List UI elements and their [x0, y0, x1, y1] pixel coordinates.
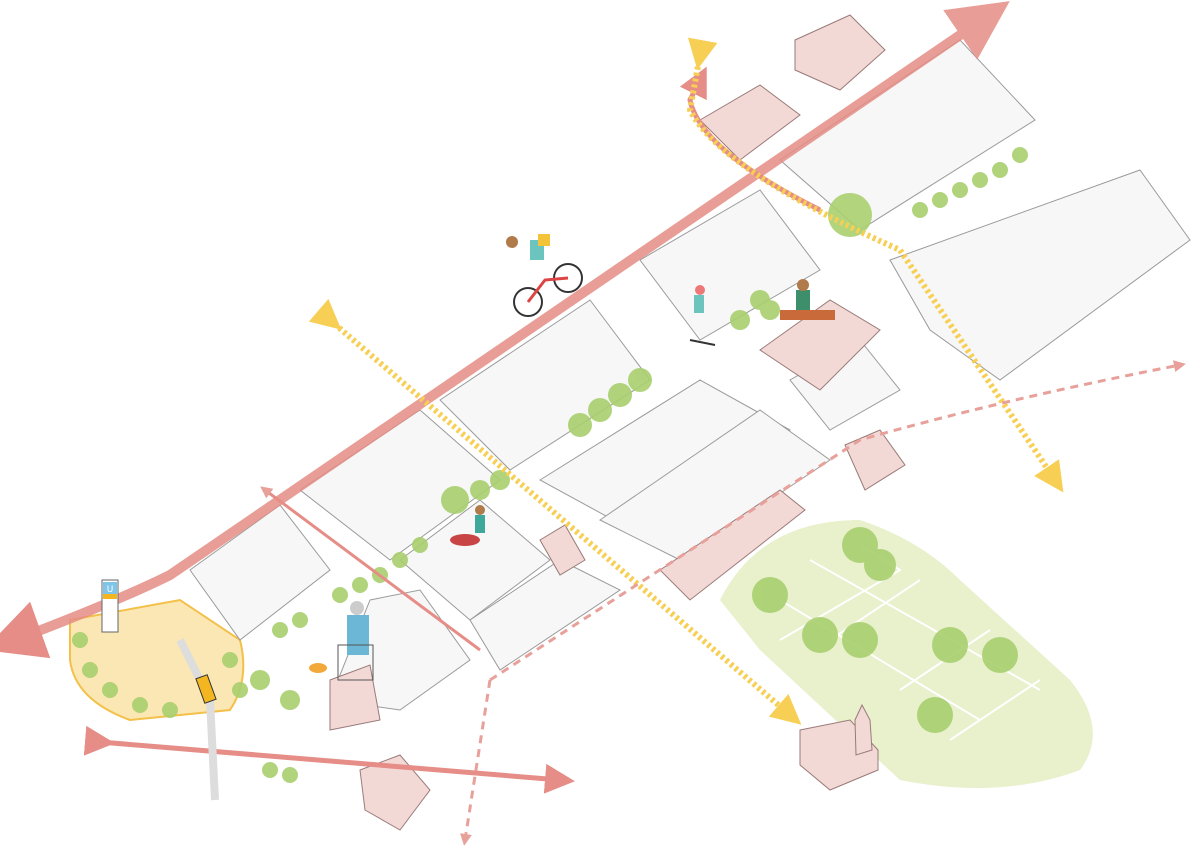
tree	[932, 192, 948, 208]
pink-route-south	[459, 679, 492, 846]
tram	[195, 674, 217, 704]
tree	[332, 587, 348, 603]
tree	[972, 172, 988, 188]
child-on-scooter	[689, 285, 716, 346]
tree	[282, 767, 298, 783]
tree	[992, 162, 1008, 178]
playground-plaza	[69, 598, 245, 722]
tree	[802, 617, 838, 653]
tree	[917, 697, 953, 733]
tree	[72, 632, 88, 648]
tree	[1012, 147, 1028, 163]
yellow-route-north	[686, 37, 1064, 493]
tree	[588, 398, 612, 422]
tree	[352, 577, 368, 593]
man-on-bench	[780, 279, 835, 320]
building-blocks	[189, 39, 1191, 711]
tree	[568, 413, 592, 437]
tree	[412, 537, 428, 553]
tree	[864, 549, 896, 581]
tree	[828, 193, 872, 237]
elderly-woman-with-dog	[309, 601, 374, 681]
tree	[470, 480, 490, 500]
tree	[842, 622, 878, 658]
tree	[628, 368, 652, 392]
cross-street-arrow	[83, 725, 575, 794]
tree	[162, 702, 178, 718]
woman-reading	[450, 505, 485, 546]
tree	[608, 383, 632, 407]
main-road-arrow-west	[0, 601, 51, 659]
tree	[392, 552, 408, 568]
tree	[750, 290, 770, 310]
tree	[102, 682, 118, 698]
yellow-route-diagonal	[308, 298, 802, 725]
tree	[932, 627, 968, 663]
tree	[441, 486, 469, 514]
tree	[272, 622, 288, 638]
tree	[262, 762, 278, 778]
tree	[132, 697, 148, 713]
tree	[490, 470, 510, 490]
tree	[222, 652, 238, 668]
cyclist	[506, 234, 583, 317]
church	[799, 703, 879, 791]
tree	[82, 662, 98, 678]
u-bahn-letter: U	[107, 585, 114, 595]
tree	[982, 637, 1018, 673]
tree	[250, 670, 270, 690]
park-area	[720, 520, 1093, 788]
park-paths	[779, 544, 1041, 741]
tree	[752, 577, 788, 613]
tree	[232, 682, 248, 698]
tree	[912, 202, 928, 218]
u-bahn-sign-icon: U	[101, 579, 119, 633]
pink-route-east	[489, 360, 1186, 682]
tree	[280, 690, 300, 710]
tree	[730, 310, 750, 330]
tree	[952, 182, 968, 198]
tree	[292, 612, 308, 628]
